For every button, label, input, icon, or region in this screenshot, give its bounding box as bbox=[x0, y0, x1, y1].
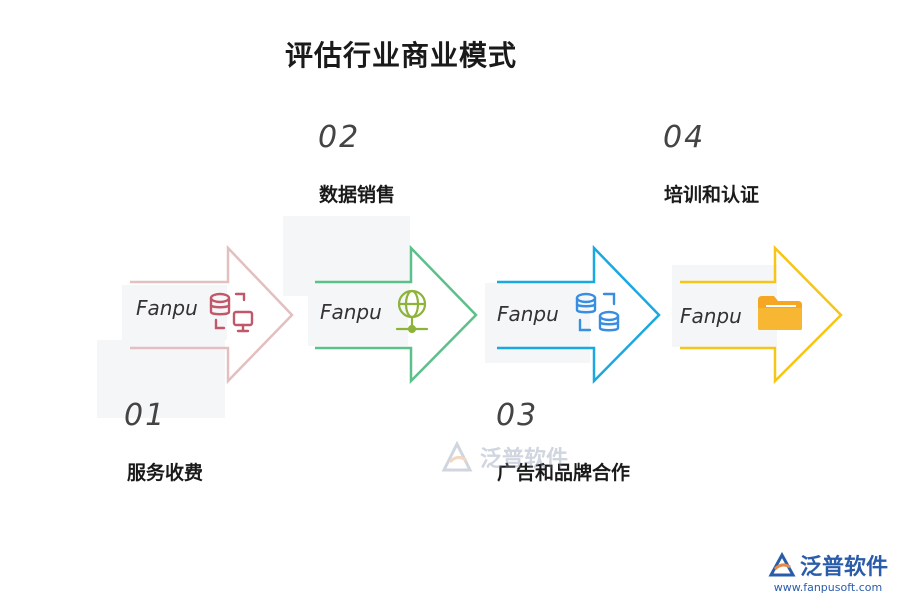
database-sync-icon bbox=[575, 292, 620, 332]
brand-logo: 泛普软件 www.fanpusoft.com bbox=[768, 549, 888, 594]
step-number-4: 04 bbox=[663, 120, 706, 155]
panel-bg-1b bbox=[122, 285, 227, 340]
step-label-3: 广告和品牌合作 bbox=[497, 462, 631, 484]
step-number-3: 03 bbox=[496, 398, 539, 433]
panel-bg-1 bbox=[97, 340, 225, 418]
center-watermark: 泛普软件 bbox=[440, 440, 568, 474]
brand-name: 泛普软件 bbox=[799, 555, 888, 580]
panel-bg-3 bbox=[485, 283, 590, 363]
fanpu-label-2: Fanpu bbox=[320, 300, 382, 324]
database-monitor-icon bbox=[209, 292, 254, 333]
panel-bg-2b bbox=[308, 296, 408, 346]
brand-url: www.fanpusoft.com bbox=[773, 581, 883, 594]
watermark-text: 泛普软件 bbox=[480, 447, 569, 472]
step-number-2: 02 bbox=[318, 120, 361, 155]
fanpu-label-4: Fanpu bbox=[680, 304, 742, 328]
step-label-4: 培训和认证 bbox=[664, 184, 760, 206]
globe-network-icon bbox=[395, 289, 429, 334]
step-number-1: 01 bbox=[124, 398, 167, 433]
folder-icon bbox=[758, 296, 802, 330]
watermark-logo-icon bbox=[441, 440, 473, 472]
fanpu-label-3: Fanpu bbox=[497, 302, 559, 326]
page-title: 评估行业商业模式 bbox=[285, 39, 518, 72]
step-label-1: 服务收费 bbox=[127, 462, 204, 484]
brand-logo-icon bbox=[768, 552, 796, 577]
step-label-2: 数据销售 bbox=[319, 184, 396, 206]
fanpu-label-1: Fanpu bbox=[136, 296, 198, 320]
